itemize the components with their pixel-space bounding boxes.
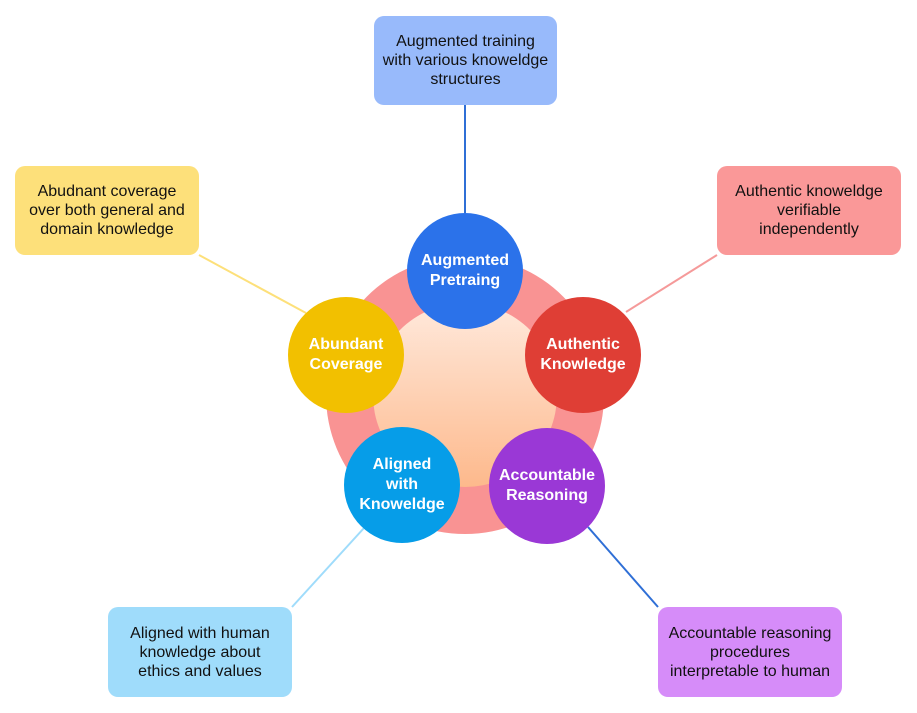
connector-aligned (291, 527, 365, 608)
connector-abundant (198, 254, 307, 314)
description-line: interpretable to human (669, 662, 831, 680)
description-line: over both general and (29, 202, 185, 219)
node-label-line: Reasoning (506, 487, 588, 504)
description-line: Augmented training (396, 33, 535, 50)
description-line: with various knoweldge (382, 52, 549, 69)
description-line: Abudnant coverage (37, 183, 177, 200)
node-label-line: Coverage (309, 356, 383, 373)
description-line: independently (759, 221, 859, 238)
node-label-line: Abundant (308, 336, 384, 353)
node-label-line: Pretraing (429, 272, 501, 289)
description-line: verifiable (776, 202, 842, 219)
node-label-line: Aligned (372, 456, 432, 473)
node-label-line: Authentic (546, 336, 620, 353)
connector-accountable (587, 526, 659, 608)
node-label-line: Knoweldge (359, 496, 445, 513)
description-line: Accountable reasoning (668, 624, 832, 642)
description-box-abundant: Abudnant coverage over both general and do… (15, 166, 199, 255)
description-line: knowledge about (139, 643, 261, 661)
description-line: Authentic knoweldge (735, 183, 883, 200)
node-label-line: Accountable (498, 467, 595, 484)
description-line: procedures (709, 643, 791, 661)
description-line: ethics and values (138, 662, 262, 680)
description-box-authentic: Authentic knoweldge verifiable independent… (717, 166, 901, 255)
node-label-line: Augmented (421, 252, 509, 269)
description-line: structures (430, 71, 501, 88)
description-box-augmented: Augmented training with various knoweldge… (374, 16, 557, 105)
description-line: Aligned with human (130, 624, 270, 642)
description-line: domain knowledge (40, 221, 174, 238)
node-label-line: with (386, 476, 418, 493)
node-label-line: Knowledge (540, 356, 626, 373)
connector-authentic (625, 254, 718, 313)
